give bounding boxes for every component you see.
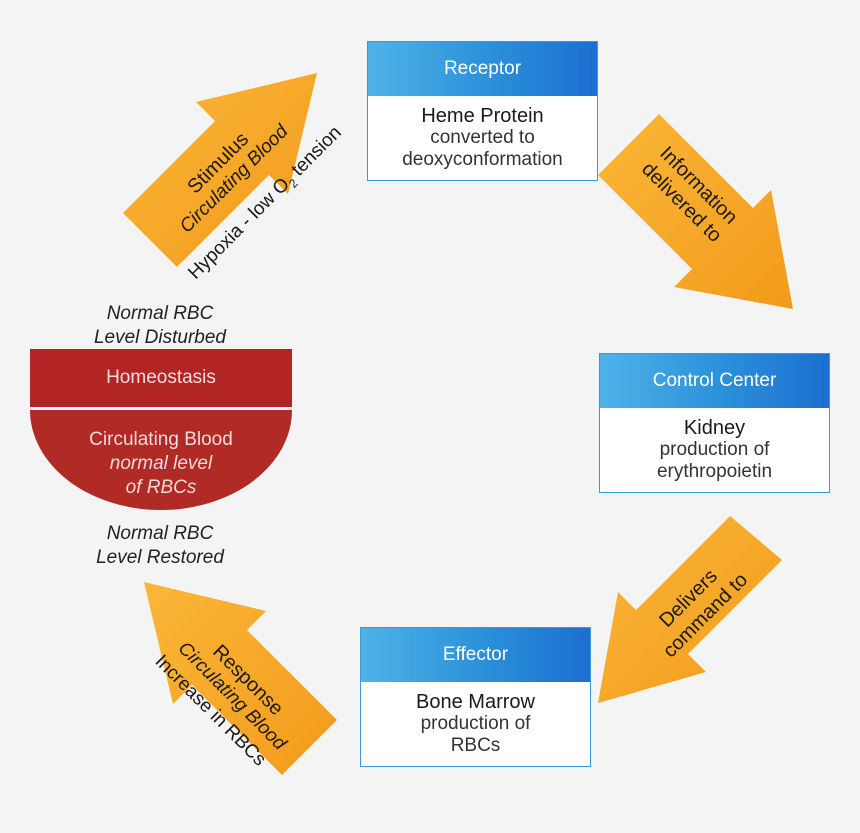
effector-line2: production of: [420, 713, 531, 734]
receptor-header: Receptor: [368, 42, 597, 96]
receptor-main-text: Heme Protein: [421, 105, 544, 127]
control-center-header: Control Center: [600, 354, 829, 408]
note-restored: Normal RBC Level Restored: [60, 522, 260, 570]
effector-main-text: Bone Marrow: [416, 691, 535, 713]
receptor-line2: converted to: [430, 127, 535, 148]
homeostasis-bowl-line1: Circulating Blood: [89, 429, 233, 450]
note-restored-line2: Level Restored: [96, 547, 224, 568]
effector-box: Effector Bone Marrow production of RBCs: [360, 627, 591, 767]
note-disturbed-line1: Normal RBC: [106, 303, 214, 324]
note-disturbed-line2: Level Disturbed: [93, 327, 227, 348]
control-center-line2: production of: [659, 439, 770, 460]
homeostasis-bowl: [30, 410, 292, 510]
effector-header: Effector: [361, 628, 590, 682]
stimulus-arrow-shape: [123, 73, 317, 267]
receptor-box: Receptor Heme Protein converted to deoxy…: [367, 41, 598, 181]
homeostasis-bowl-line3: of RBCs: [125, 477, 197, 498]
homeostasis-bowl-line2: normal level: [109, 453, 213, 474]
note-restored-line1: Normal RBC: [106, 523, 214, 544]
control-center-box: Control Center Kidney production of eryt…: [599, 353, 830, 493]
command-arrow-shape: [598, 516, 782, 703]
effector-line3: RBCs: [450, 735, 501, 756]
control-center-line3: erythropoietin: [656, 461, 773, 482]
response-arrow-shape: [144, 582, 337, 775]
homeostasis-band: Homeostasis: [30, 349, 292, 407]
information-arrow-shape: [598, 114, 793, 309]
homeostasis-bowl-text: Circulating Blood normal level of RBCs: [30, 428, 292, 500]
control-center-main-text: Kidney: [683, 417, 746, 439]
note-disturbed: Normal RBC Level Disturbed: [60, 302, 260, 350]
receptor-line3: deoxyconformation: [402, 149, 563, 170]
